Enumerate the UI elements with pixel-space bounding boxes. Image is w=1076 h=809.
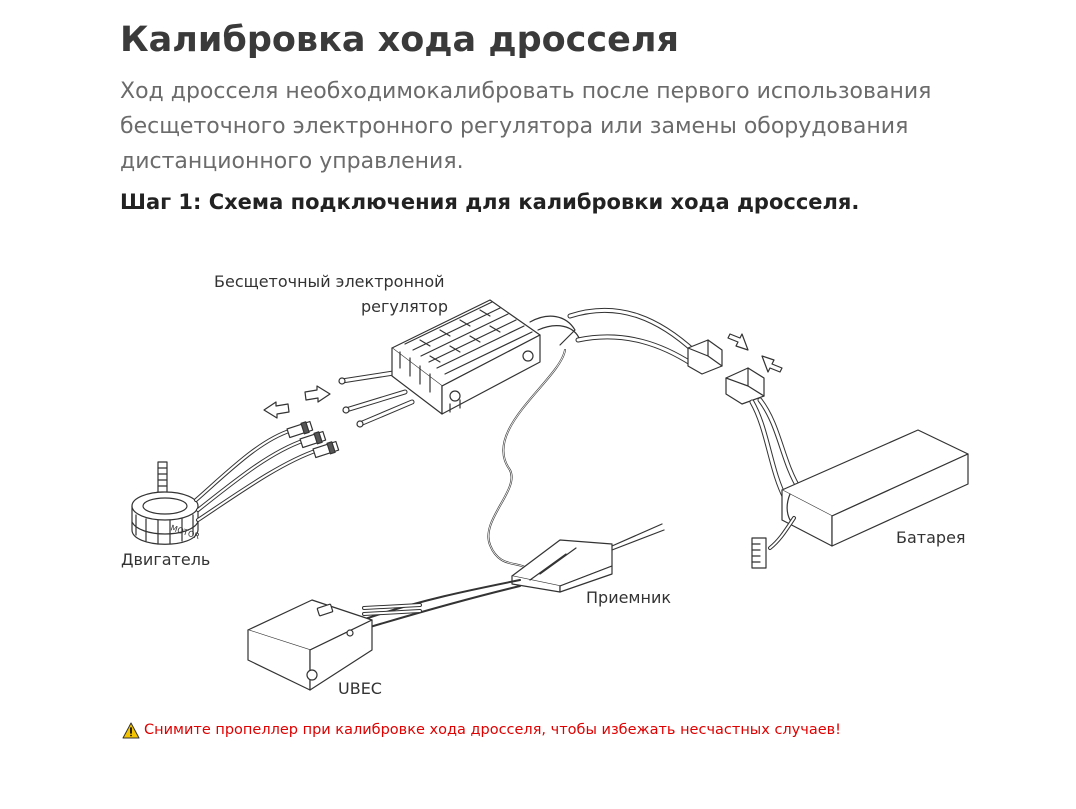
ubec-label: UBEC bbox=[338, 679, 382, 698]
esc-label-line2: регулятор bbox=[361, 297, 448, 316]
intro-line-2: бесщеточного электронного регулятора или… bbox=[120, 114, 909, 139]
warning-note: Снимите пропеллер при калибровке хода др… bbox=[120, 722, 841, 738]
connect-arrows-battery bbox=[727, 333, 783, 373]
battery-label: Батарея bbox=[896, 528, 966, 547]
warning-text: Снимите пропеллер при калибровке хода др… bbox=[144, 722, 841, 738]
motor-wires bbox=[194, 420, 340, 522]
battery bbox=[725, 367, 969, 569]
receiver-label: Приемник bbox=[586, 588, 672, 607]
motor-label: Двигатель bbox=[121, 550, 211, 569]
motor: MOTOR bbox=[131, 461, 201, 545]
esc-power-leads bbox=[567, 307, 723, 375]
intro-line-1: Ход дросселя необходимокалибровать после… bbox=[120, 79, 932, 104]
connect-arrows-motor bbox=[263, 385, 331, 419]
intro-line-3: дистанционного управления. bbox=[120, 149, 464, 174]
esc bbox=[338, 299, 581, 428]
intro-paragraph: Ход дросселя необходимокалибровать после… bbox=[120, 74, 940, 179]
step-1-heading: Шаг 1: Схема подключения для калибровки … bbox=[120, 190, 860, 214]
esc-label-line1: Бесщеточный электронной bbox=[214, 272, 445, 291]
page-title: Калибровка хода дросселя bbox=[120, 20, 680, 60]
warning-icon bbox=[122, 722, 140, 739]
receiver bbox=[487, 349, 665, 593]
ubec bbox=[247, 579, 521, 691]
